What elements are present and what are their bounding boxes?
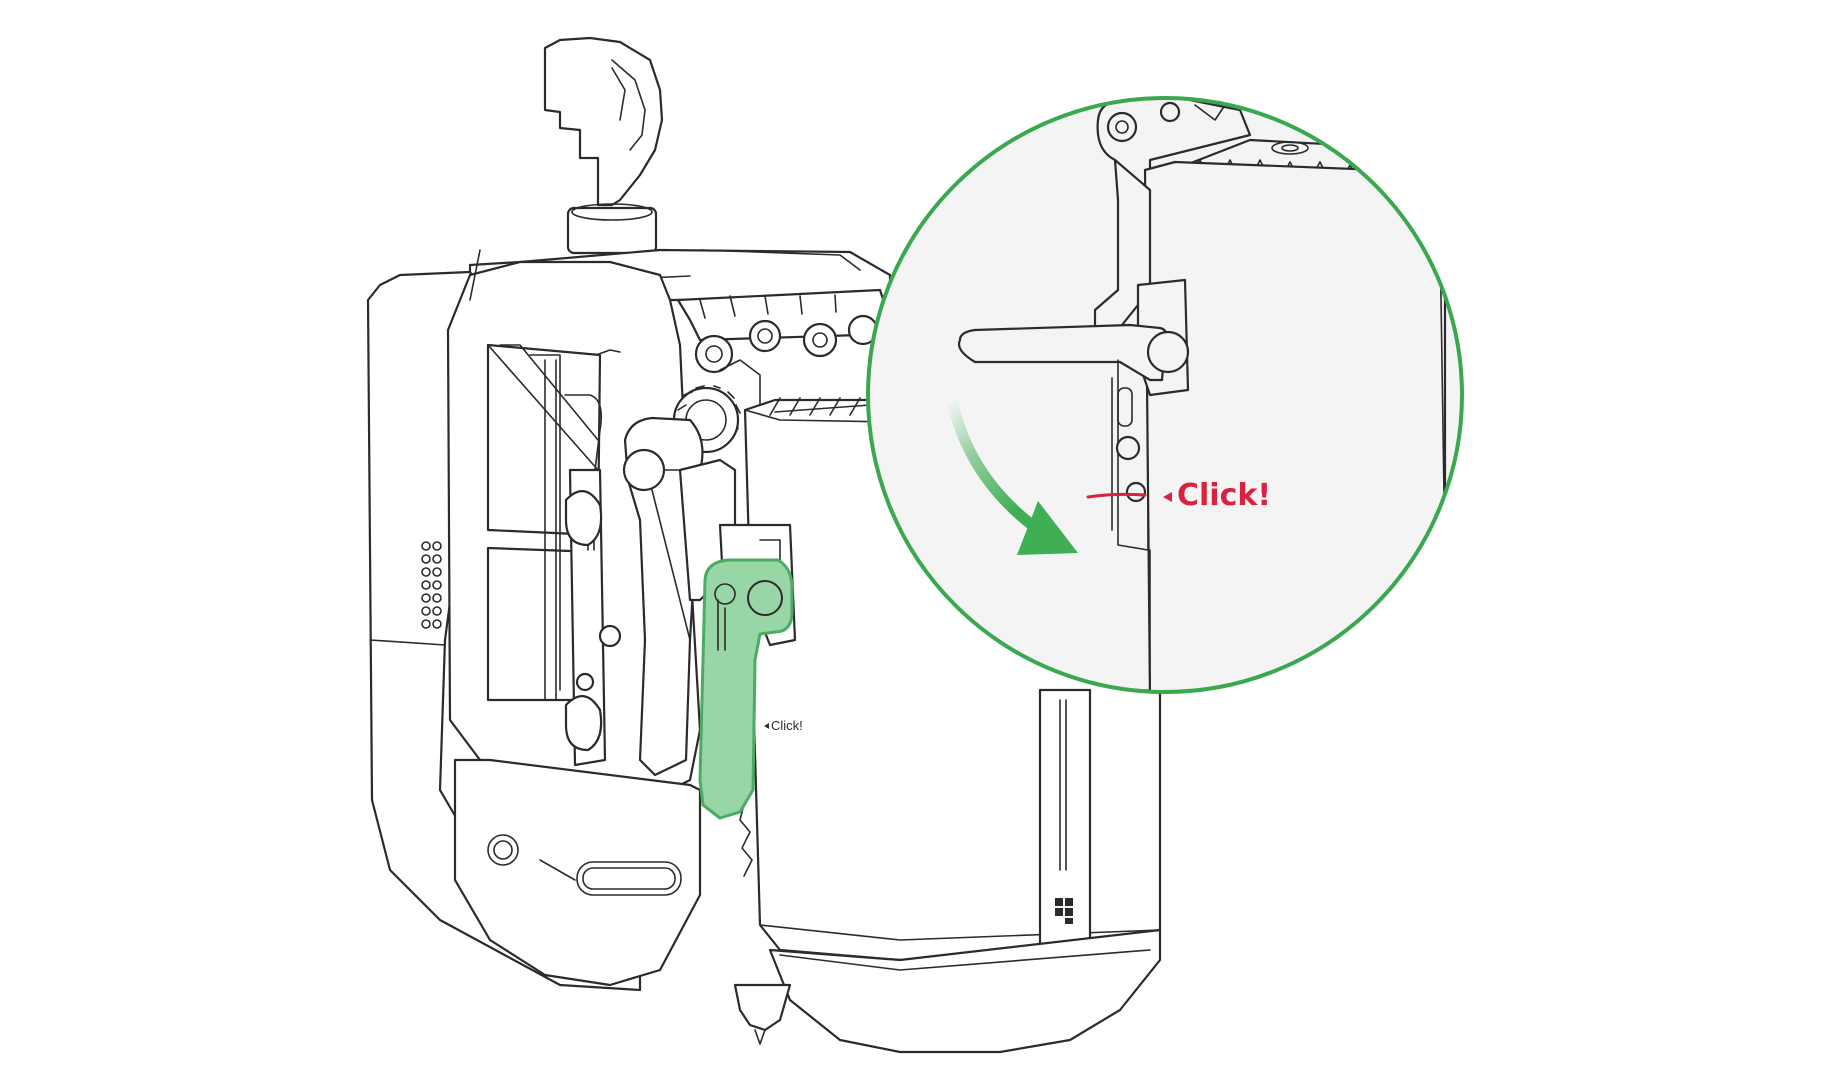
click-marker-icon: Click!	[1163, 478, 1271, 513]
lever-latch-icon	[698, 558, 794, 820]
filament-inlet	[543, 36, 664, 255]
click-position-line	[1086, 492, 1147, 499]
inner-mechanics	[564, 288, 892, 777]
vent-dots	[421, 541, 442, 629]
zoom-click-label: Click!	[1177, 478, 1271, 513]
rotation-arrow-icon	[946, 398, 1078, 555]
main-click-marker: Click!	[764, 718, 803, 733]
main-click-label: Click!	[771, 718, 803, 733]
brand-logo-icon	[1055, 898, 1073, 924]
toolhead-body: Click!	[366, 36, 1162, 1054]
zoom-ring	[866, 96, 1464, 694]
